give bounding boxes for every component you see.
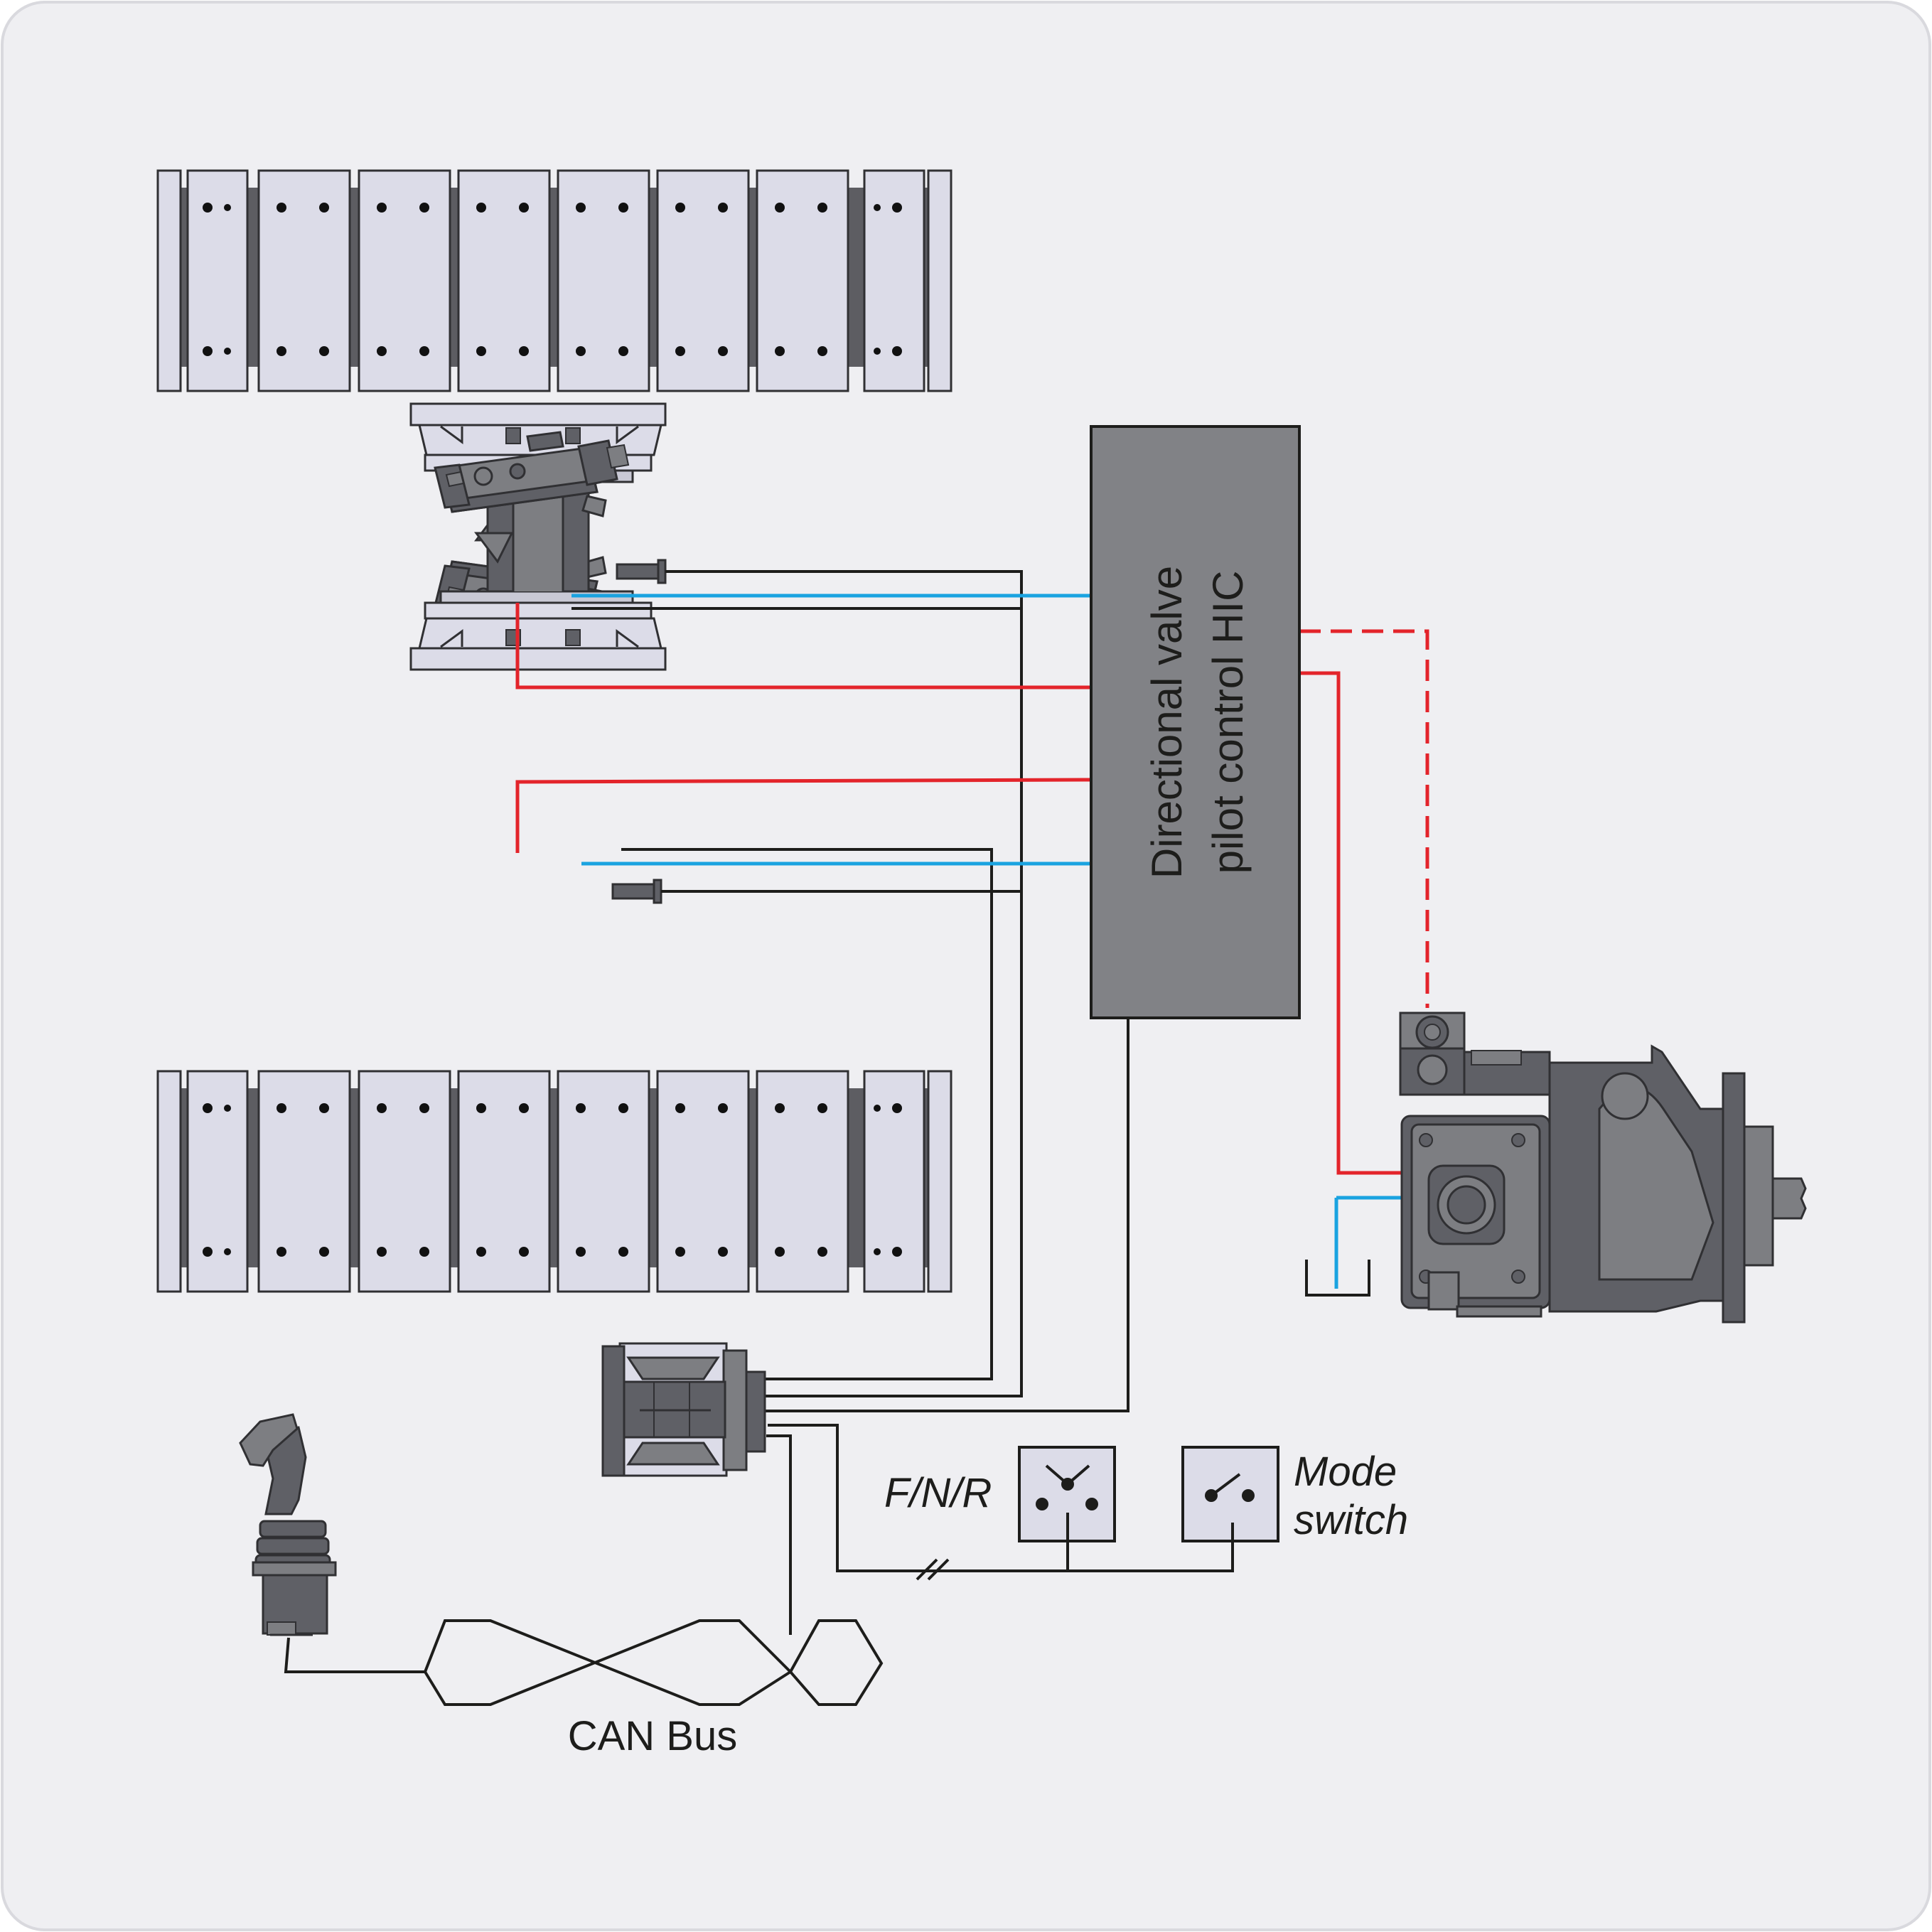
joystick — [239, 1413, 337, 1636]
mode-switch-label-line1: Mode — [1294, 1449, 1397, 1495]
mode-switch — [1181, 1446, 1279, 1542]
signal-wiring — [284, 570, 1234, 1673]
crawler-track-top — [156, 169, 952, 392]
hydraulic-pump — [1399, 1011, 1807, 1324]
crawler-track-bottom — [156, 1070, 952, 1293]
directional-valve-label-line2: pilot control HIC — [1204, 571, 1252, 874]
directional-valve-label-line1: Directional valve — [1143, 566, 1191, 879]
electronic-controller — [601, 1342, 766, 1477]
speed-sensor-bottom — [611, 879, 662, 904]
fnr-label: F/N/R — [884, 1470, 992, 1516]
can-bus-cable — [424, 1619, 884, 1706]
can-bus-label: CAN Bus — [568, 1713, 738, 1759]
fnr-switch — [1018, 1446, 1116, 1542]
drain-lines — [571, 594, 1443, 1289]
directional-valve-block: Directional valve pilot control HIC — [1090, 425, 1301, 1019]
mode-switch-label-line2: switch — [1294, 1497, 1408, 1543]
tank-icon — [1305, 1260, 1370, 1297]
pilot-lines — [515, 603, 1429, 1175]
speed-sensor-top — [616, 559, 667, 584]
